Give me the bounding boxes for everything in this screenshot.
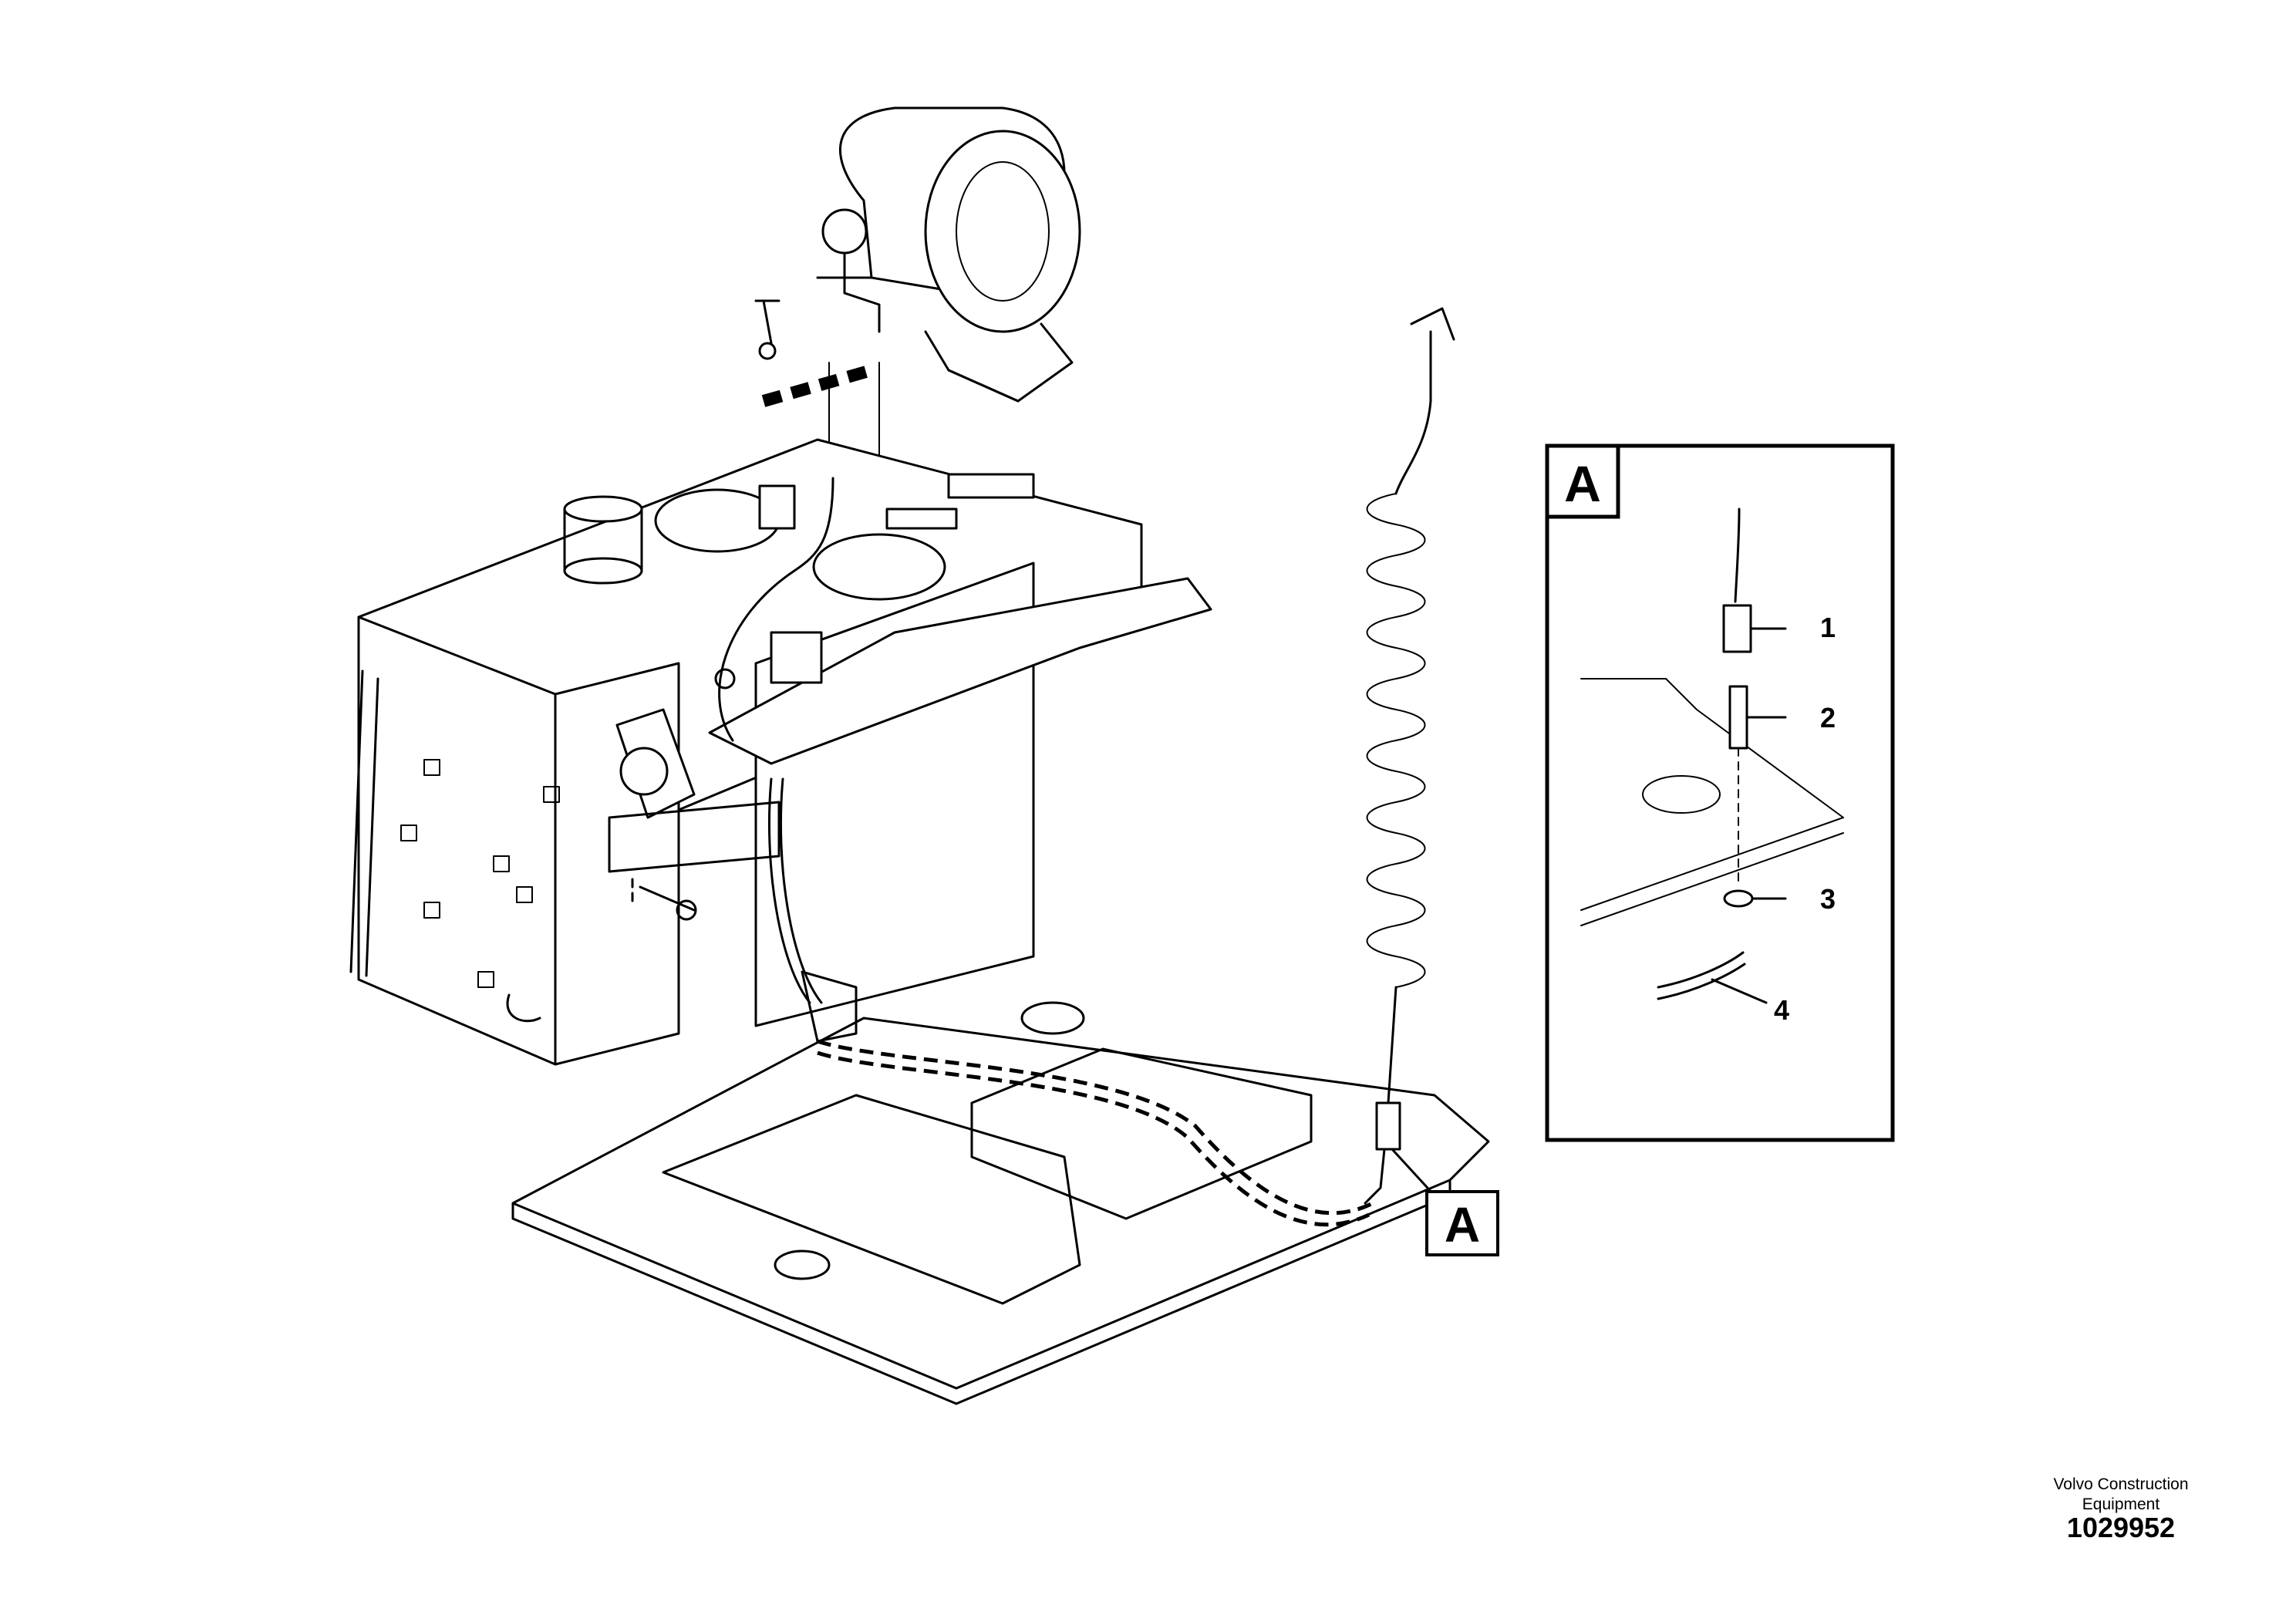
maker-line-1: Volvo Construction (2053, 1475, 2189, 1493)
item-number: 1 (1820, 612, 1836, 643)
detail-a-inset: A 1 2 3 4 (1545, 443, 1895, 1142)
detail-a-callout: A (1425, 1190, 1499, 1256)
maker-line-2: Equipment (2082, 1496, 2160, 1513)
svg-text:A: A (1445, 1197, 1480, 1253)
manufacturer-label: Volvo Construction Equipment (2021, 1475, 2221, 1515)
coiled-air-hose (1364, 307, 1455, 1205)
item-number: 3 (1820, 883, 1836, 915)
dashed-hose-top (761, 364, 874, 407)
document-number: 1029952 (2066, 1512, 2176, 1543)
compressor-and-arm (608, 477, 1212, 921)
item-number: 4 (1774, 994, 1789, 1026)
svg-text:A: A (1564, 455, 1601, 512)
air-tank (754, 106, 1081, 403)
item-number: 2 (1820, 702, 1836, 733)
